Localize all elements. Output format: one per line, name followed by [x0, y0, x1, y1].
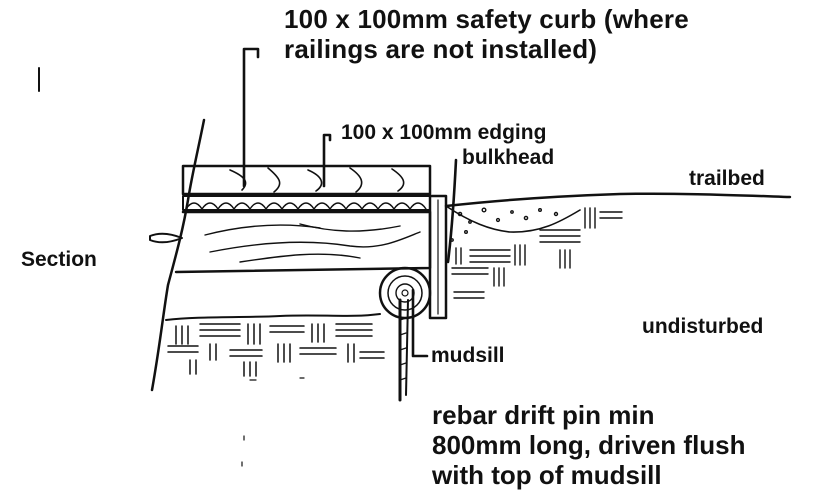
edging-strip: [182, 195, 431, 211]
mudsill-label: mudsill: [431, 344, 505, 367]
mudsill-leader-line: [411, 288, 429, 358]
trailbed-ground: [444, 192, 792, 242]
bulkhead-label: bulkhead: [462, 146, 555, 169]
ground-hatching-right: [451, 207, 623, 299]
mudsill-log: [378, 266, 432, 320]
safety-curb-label-line2: railings are not installed): [284, 34, 598, 64]
bulkhead-leader-line: [446, 158, 458, 264]
edging-label: 100 x 100mm edging: [341, 121, 547, 144]
trailbed-label: trailbed: [689, 167, 765, 190]
undisturbed-label: undisturbed: [642, 315, 764, 338]
ground-hatching-left: [165, 313, 385, 377]
stringer-timber: [174, 210, 432, 274]
section-cut-line: [150, 118, 206, 392]
rebar-drift-pin: [398, 298, 409, 402]
curb-leader-line: [242, 47, 260, 188]
rebar-label-line1: rebar drift pin min: [432, 400, 655, 430]
edging-leader-line: [322, 133, 332, 188]
section-label: Section: [21, 248, 97, 271]
rebar-label-line3: with top of mudsill: [432, 460, 662, 490]
drawing-specks: [241, 377, 305, 467]
safety-curb-timber: [181, 164, 432, 196]
safety-curb-label-line1: 100 x 100mm safety curb (where: [284, 4, 689, 34]
rebar-label-line2: 800mm long, driven flush: [432, 430, 746, 460]
section-marker-shape: [149, 232, 183, 244]
bulkhead-board: [428, 194, 448, 320]
